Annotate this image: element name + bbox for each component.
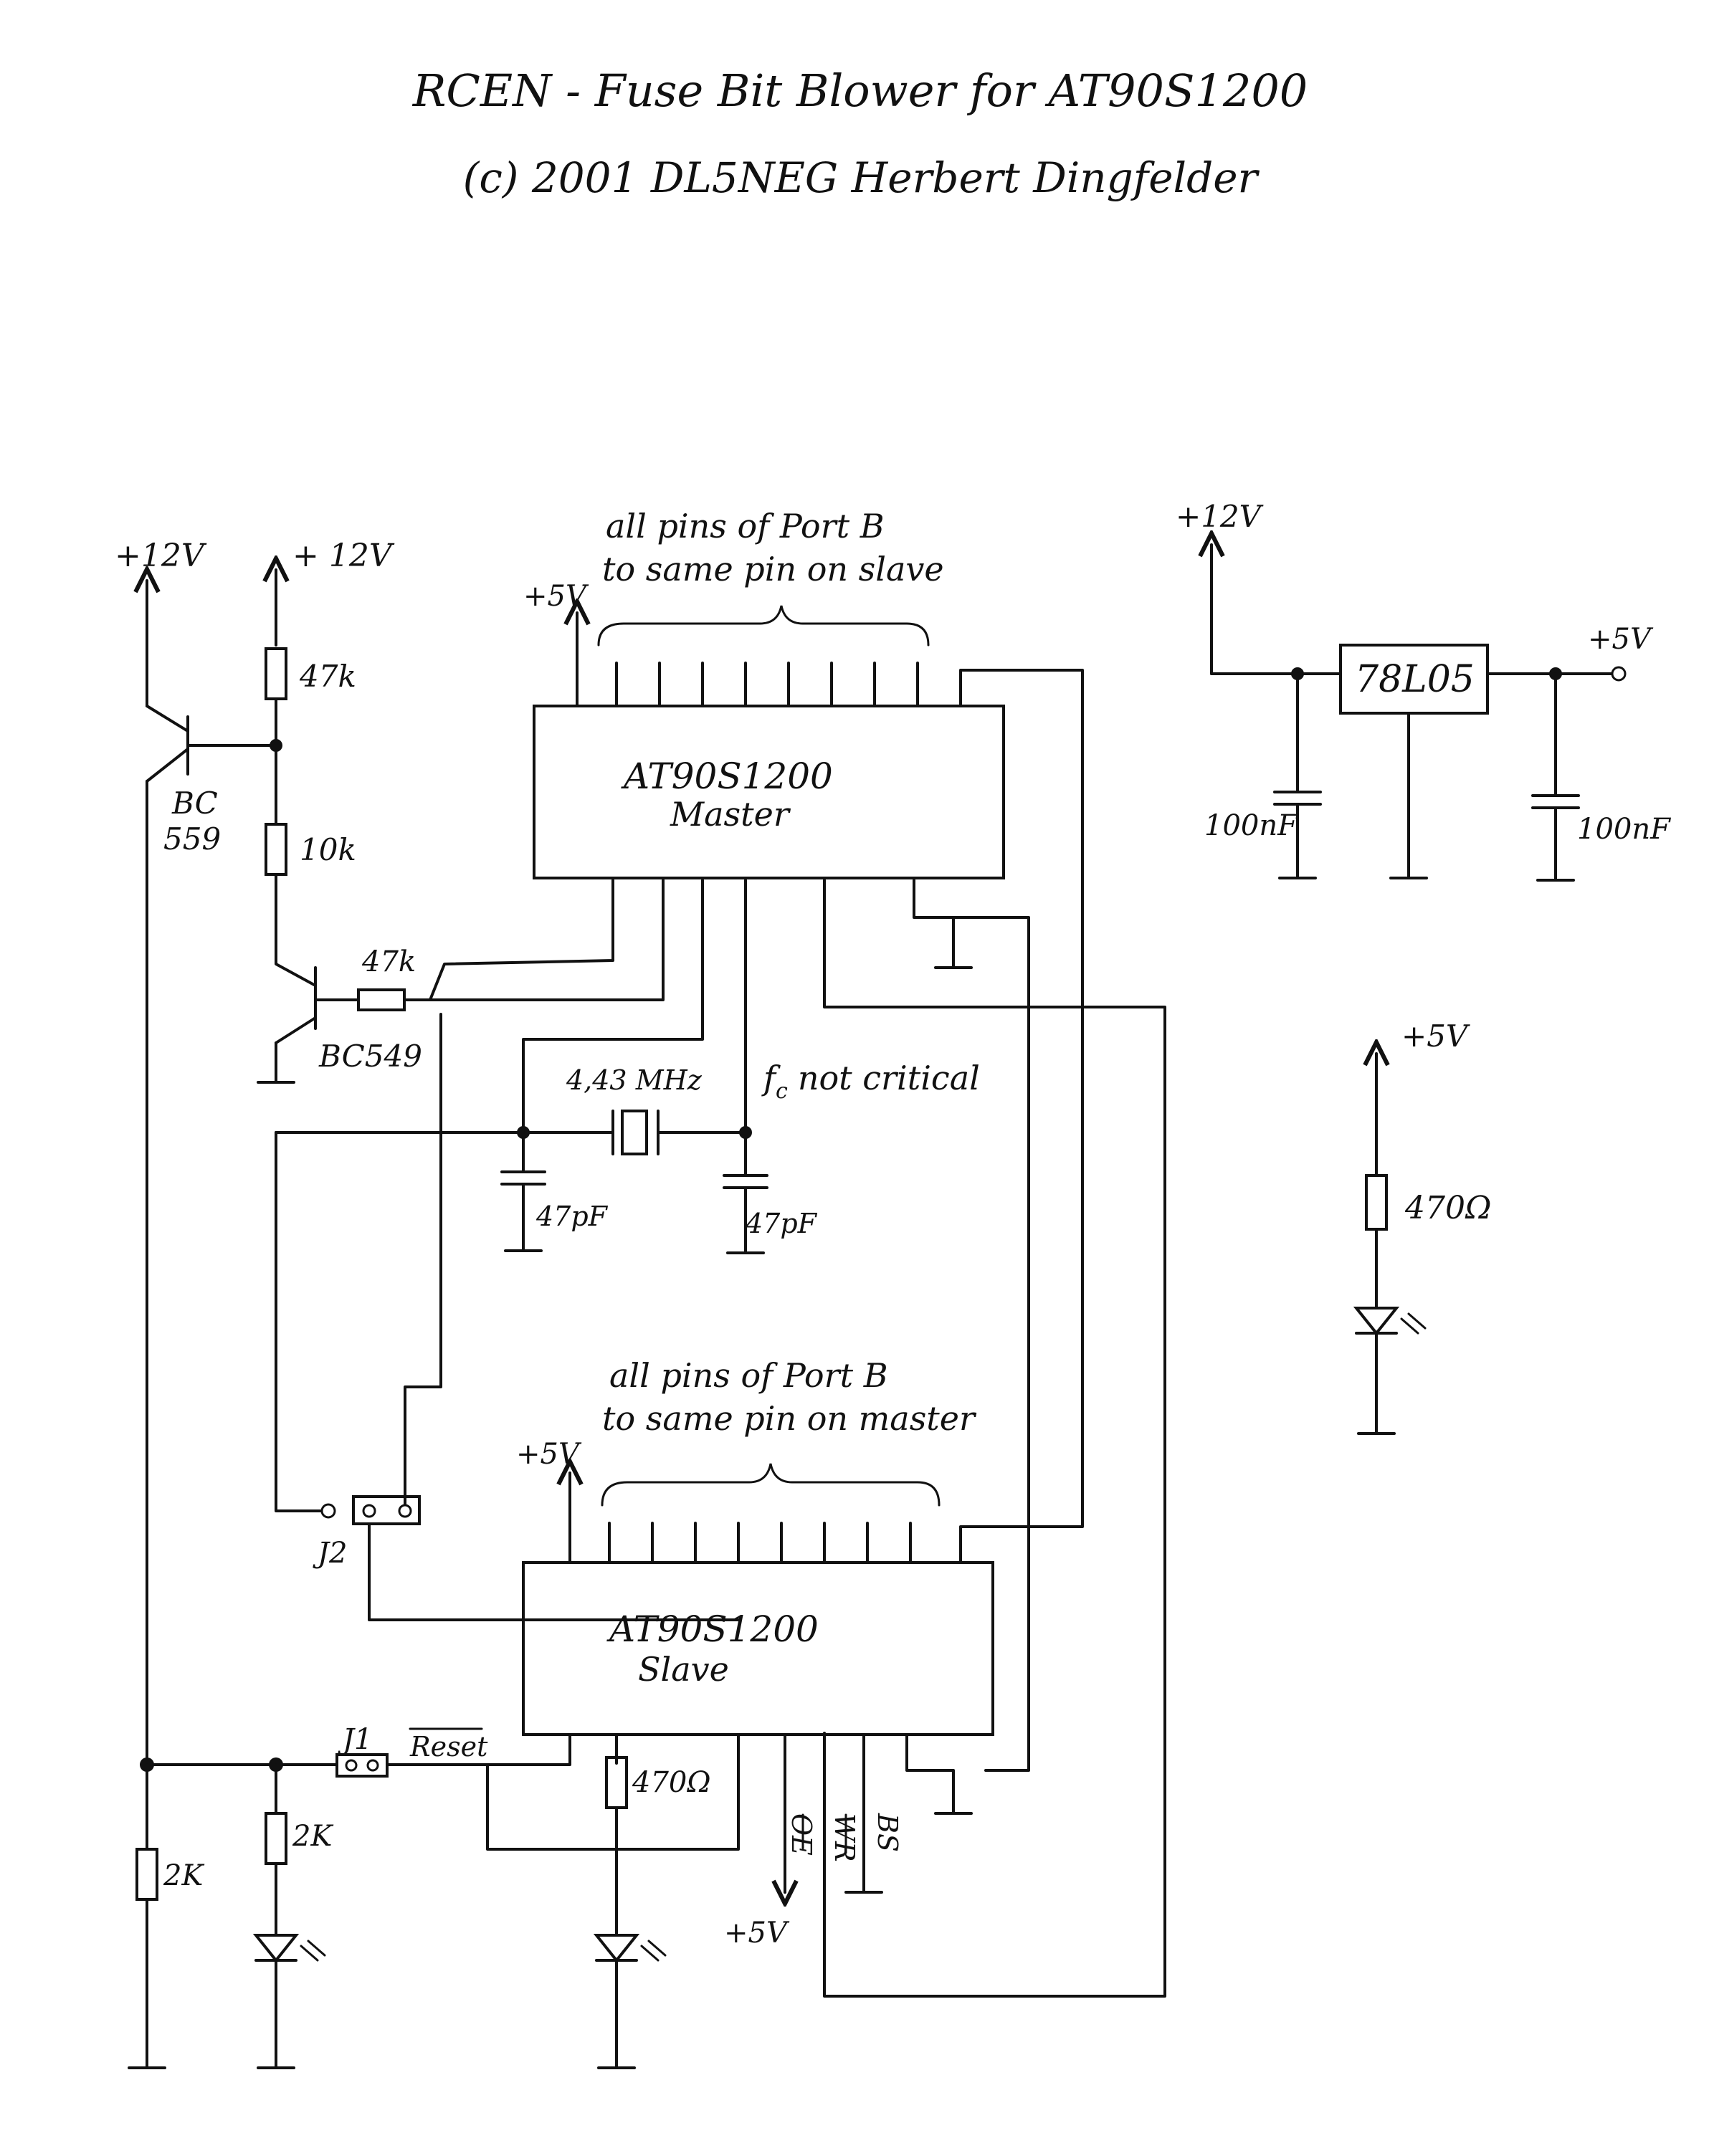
transistor-bc549 xyxy=(257,966,317,1084)
capacitor-100nf-left xyxy=(1273,672,1322,879)
led-power xyxy=(1353,1307,1427,1336)
reg-5v-terminal xyxy=(1611,666,1627,682)
reg-12v-label: +12V xyxy=(1176,499,1264,534)
master-port-b-brace xyxy=(597,605,930,647)
bc549-label: BC549 xyxy=(318,1039,422,1074)
reset-label: Reset xyxy=(409,1731,488,1763)
capacitor-47pf-right-label: 47pF xyxy=(745,1208,818,1239)
resistor-47k-base xyxy=(357,988,406,1011)
resistor-2k-mid-label: 2K xyxy=(292,1820,333,1853)
slave-port-b-note-1: all pins of Port B xyxy=(609,1356,888,1395)
transistor-bc559 xyxy=(146,687,277,783)
capacitor-100nf-right-label: 100nF xyxy=(1577,813,1671,846)
capacitor-100nf-left-label: 100nF xyxy=(1204,809,1298,842)
resistor-47k-top-label: 47k xyxy=(299,659,356,694)
supply-12v-left-label: +12V xyxy=(115,538,207,574)
led-mid xyxy=(252,1934,326,1963)
capacitor-47pf-right xyxy=(723,1174,768,1254)
supply-12v-mid-label: + 12V xyxy=(292,538,395,574)
crystal-4-43mhz xyxy=(611,1110,660,1155)
chip-master xyxy=(533,705,1005,879)
signal-wr: WR xyxy=(829,1813,860,1862)
capacitor-47pf-left xyxy=(500,1131,546,1252)
resistor-10k-label: 10k xyxy=(300,832,356,867)
title-line-2: (c) 2001 DL5NEG Herbert Dingfelder xyxy=(463,153,1260,202)
jumper-j2-label: J2 xyxy=(313,1537,347,1570)
junction-bc559-base xyxy=(270,739,282,752)
bc559-label-b: 559 xyxy=(163,821,221,857)
jumper-j2 xyxy=(352,1495,421,1525)
slave-5v-oe-label: +5V xyxy=(724,1917,790,1950)
master-5v-label: +5V xyxy=(523,580,589,613)
j2-pin-open xyxy=(320,1503,336,1519)
led-slave xyxy=(593,1934,667,1963)
resistor-47k-top xyxy=(265,647,287,700)
junction-crystal-right xyxy=(739,1126,752,1139)
chip-master-role: Master xyxy=(670,795,791,834)
jumper-j1-label: J1 xyxy=(338,1723,372,1756)
bc559-label-a: BC xyxy=(171,786,218,821)
signal-oe: OE xyxy=(786,1813,817,1856)
signal-bs: BS xyxy=(872,1813,903,1852)
title-line-1: RCEN - Fuse Bit Blower for AT90S1200 xyxy=(412,65,1308,117)
slave-port-b-brace xyxy=(601,1463,941,1507)
chip-slave xyxy=(522,1561,994,1736)
chip-slave-role: Slave xyxy=(638,1650,729,1689)
chip-slave-name: AT90S1200 xyxy=(606,1608,819,1650)
resistor-470-right xyxy=(1365,1174,1388,1231)
capacitor-100nf-right xyxy=(1531,672,1580,882)
capacitor-47pf-left-label: 47pF xyxy=(535,1201,609,1232)
master-port-b-pins xyxy=(615,662,919,707)
resistor-2k-left xyxy=(135,1848,158,1901)
slave-port-b-pins xyxy=(608,1522,912,1564)
resistor-470-slave xyxy=(605,1756,628,1809)
slave-port-b-note-2: to same pin on master xyxy=(602,1399,977,1438)
reg-5v-label: +5V xyxy=(1588,623,1654,656)
slave-5v-label: +5V xyxy=(516,1438,582,1471)
resistor-470-right-label: 470Ω xyxy=(1404,1190,1491,1226)
regulator-78l05-label: 78L05 xyxy=(1355,658,1475,701)
resistor-2k-mid xyxy=(265,1812,287,1865)
crystal-label: 4,43 MHz xyxy=(566,1064,703,1096)
regulator-78l05 xyxy=(1339,644,1489,715)
resistor-10k xyxy=(265,823,287,876)
chip-master-name: AT90S1200 xyxy=(621,755,833,797)
master-port-b-note-2: to same pin on slave xyxy=(602,550,944,588)
led-5v-label: +5V xyxy=(1401,1019,1470,1054)
jumper-j1 xyxy=(335,1753,389,1778)
resistor-470-slave-label: 470Ω xyxy=(632,1766,711,1799)
master-port-b-note-1: all pins of Port B xyxy=(606,507,885,545)
resistor-47k-base-label: 47k xyxy=(361,945,416,978)
resistor-2k-left-label: 2K xyxy=(163,1859,204,1892)
